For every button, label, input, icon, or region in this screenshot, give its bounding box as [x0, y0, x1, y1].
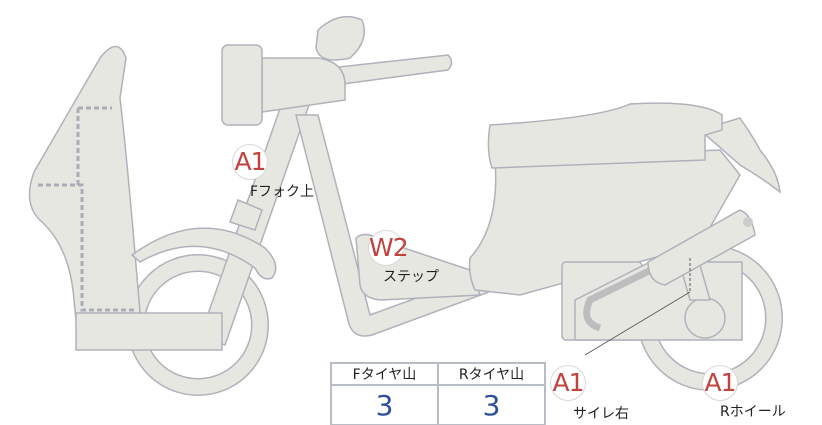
rear-tire-value: 3	[437, 384, 546, 425]
marker-label: Fフォク上	[250, 184, 315, 200]
marker-badge[interactable]: W2	[368, 230, 409, 266]
marker-label: サイレ右	[573, 406, 629, 422]
marker-badge[interactable]: A1	[232, 144, 268, 180]
headlight	[221, 44, 263, 126]
marker-badge[interactable]: A1	[702, 365, 738, 401]
mirror	[315, 15, 365, 61]
front-fender	[130, 227, 277, 280]
body-panel	[468, 149, 741, 296]
rear-tire-header: Rタイヤ山	[437, 362, 546, 386]
muffler	[647, 209, 756, 286]
front-tire-value: 3	[330, 384, 439, 425]
handlebar	[261, 57, 346, 113]
marker-label: Rホイール	[720, 404, 786, 420]
marker-label: ステップ	[383, 269, 439, 285]
front-tire-header: Fタイヤ山	[330, 362, 439, 386]
tire-tread-table: Fタイヤ山 Rタイヤ山 3 3	[330, 362, 546, 425]
seat	[487, 102, 723, 169]
floor-panel	[75, 312, 223, 351]
front-shield	[28, 45, 141, 342]
marker-badge[interactable]: A1	[550, 365, 586, 401]
